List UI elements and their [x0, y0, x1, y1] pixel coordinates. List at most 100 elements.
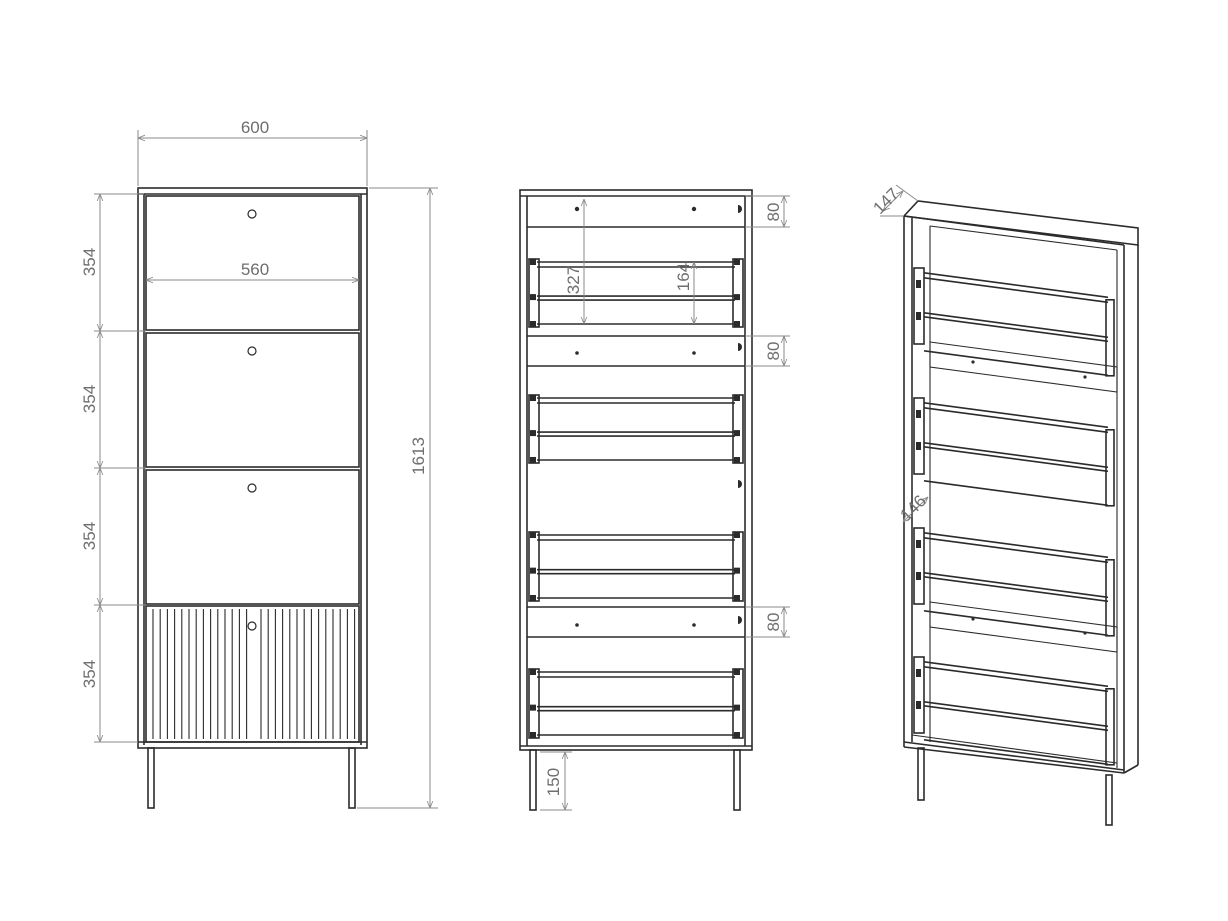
- perspective-rack-2: [913, 397, 1115, 507]
- perspective-rack-bar: [923, 446, 1109, 473]
- interior-view: [519, 189, 753, 811]
- door-knob-3: [247, 483, 257, 493]
- shoe-rack-4: [528, 668, 744, 739]
- rack-bracket-cap: [734, 567, 740, 574]
- dim-total-height: 1613: [409, 437, 428, 475]
- perspective-rack-bracket: [913, 656, 925, 734]
- perspective-rack-4: [913, 656, 1115, 766]
- rack-bracket-cap: [530, 321, 536, 327]
- front-door-3: [145, 469, 360, 605]
- perspective-rack-cap: [916, 280, 921, 288]
- rack-bracket: [732, 394, 744, 464]
- rack-bracket-cap: [530, 732, 536, 738]
- interior-dimensions: 80 80 80 327 164 150: [540, 195, 790, 811]
- dim-rail-3: 80: [764, 613, 783, 632]
- perspective-rack-bracket: [913, 527, 925, 605]
- interior-rail-2: [527, 335, 745, 367]
- perspective-rack-cap: [916, 669, 921, 677]
- dim-inner-width: 560: [241, 260, 269, 279]
- perspective-rack-bar: [923, 661, 1109, 688]
- perspective-rack-bar: [923, 407, 1109, 434]
- rack-bracket-cap: [734, 595, 740, 601]
- door-knob-4: [247, 621, 257, 631]
- dim-shelf-height: 327: [564, 266, 583, 294]
- perspective-rack-bar: [923, 576, 1109, 603]
- perspective-rack-bar: [923, 350, 1109, 377]
- perspective-rack-cap: [916, 540, 921, 548]
- perspective-rack-bar: [923, 701, 1109, 728]
- hinge-marks: [738, 205, 742, 624]
- perspective-rack-bar: [923, 312, 1109, 339]
- rack-bracket: [732, 258, 744, 328]
- perspective-rail-1: [929, 341, 1118, 393]
- rack-bracket-cap: [530, 704, 536, 711]
- shoe-rack-1: [528, 258, 744, 328]
- rack-bracket-cap: [530, 532, 536, 538]
- rack-bracket-cap: [734, 259, 740, 265]
- perspective-rack-cap: [916, 442, 921, 450]
- rack-bracket-cap: [530, 294, 536, 301]
- perspective-rack-bracket: [913, 267, 925, 345]
- interior-rail-3: [527, 606, 745, 638]
- rack-bracket-cap: [734, 395, 740, 401]
- door-knob-1: [247, 209, 257, 219]
- dim-bracket-height: 164: [674, 263, 693, 291]
- rack-bracket-cap: [530, 669, 536, 675]
- perspective-rack-bracket: [1105, 299, 1115, 377]
- interior-leg-right: [733, 749, 741, 811]
- perspective-rack-1: [913, 267, 1115, 377]
- dim-side-bracket-depth: 146: [896, 491, 929, 524]
- rack-bracket-cap: [734, 321, 740, 327]
- front-dimensions: 600 560 1613 354 354 354 354: [80, 118, 438, 809]
- perspective-rack-bracket: [913, 397, 925, 475]
- rack-bracket-cap: [734, 457, 740, 463]
- perspective-leg-left: [917, 747, 925, 801]
- rack-bracket-cap: [734, 294, 740, 301]
- dim-rail-1: 80: [764, 203, 783, 222]
- rack-bracket-cap: [734, 732, 740, 738]
- rack-bracket-cap: [734, 532, 740, 538]
- dim-rail-2: 80: [764, 342, 783, 361]
- dim-leg-height: 150: [544, 768, 563, 796]
- front-door-1: [145, 195, 360, 331]
- rack-bracket-cap: [530, 595, 536, 601]
- rack-bracket-cap: [530, 430, 536, 437]
- perspective-rack-bar: [923, 537, 1109, 564]
- fluted-panel-lines: [152, 609, 356, 739]
- perspective-rack-bar: [923, 316, 1109, 343]
- dim-compartment-3: 354: [80, 522, 99, 550]
- perspective-rack-bracket: [1105, 688, 1115, 766]
- rack-bracket: [528, 258, 540, 328]
- dim-compartment-4: 354: [80, 660, 99, 688]
- front-door-4-fluted: [145, 605, 360, 743]
- perspective-rack-bracket: [1105, 559, 1115, 637]
- perspective-rack-bar: [923, 402, 1109, 429]
- perspective-leg-right: [1105, 774, 1113, 826]
- rack-bracket-cap: [530, 395, 536, 401]
- front-door-2: [145, 332, 360, 468]
- perspective-rack-bar: [923, 610, 1109, 637]
- perspective-rack-bar: [923, 442, 1109, 469]
- rack-bracket: [732, 668, 744, 739]
- perspective-rack-cap: [916, 410, 921, 418]
- perspective-rack-bar: [923, 272, 1109, 299]
- rack-bracket-cap: [530, 457, 536, 463]
- perspective-rack-bar: [923, 666, 1109, 693]
- front-leg-right: [348, 747, 356, 809]
- perspective-rack-cap: [916, 701, 921, 709]
- perspective-rack-bracket: [1105, 429, 1115, 507]
- dim-compartment-2: 354: [80, 385, 99, 413]
- front-leg-left: [147, 747, 155, 809]
- perspective-rack-bar: [923, 277, 1109, 304]
- shoe-rack-2: [528, 394, 744, 464]
- perspective-rail-2: [929, 601, 1118, 653]
- dim-compartment-1: 354: [80, 248, 99, 276]
- dim-total-width: 600: [241, 118, 269, 137]
- rack-bracket: [732, 531, 744, 602]
- rack-bracket: [528, 531, 540, 602]
- rack-bracket-cap: [734, 430, 740, 437]
- dim-side-depth: 147: [869, 184, 902, 217]
- perspective-rack-bar: [923, 480, 1109, 507]
- perspective-rack-cap: [916, 572, 921, 580]
- rack-bracket-cap: [734, 669, 740, 675]
